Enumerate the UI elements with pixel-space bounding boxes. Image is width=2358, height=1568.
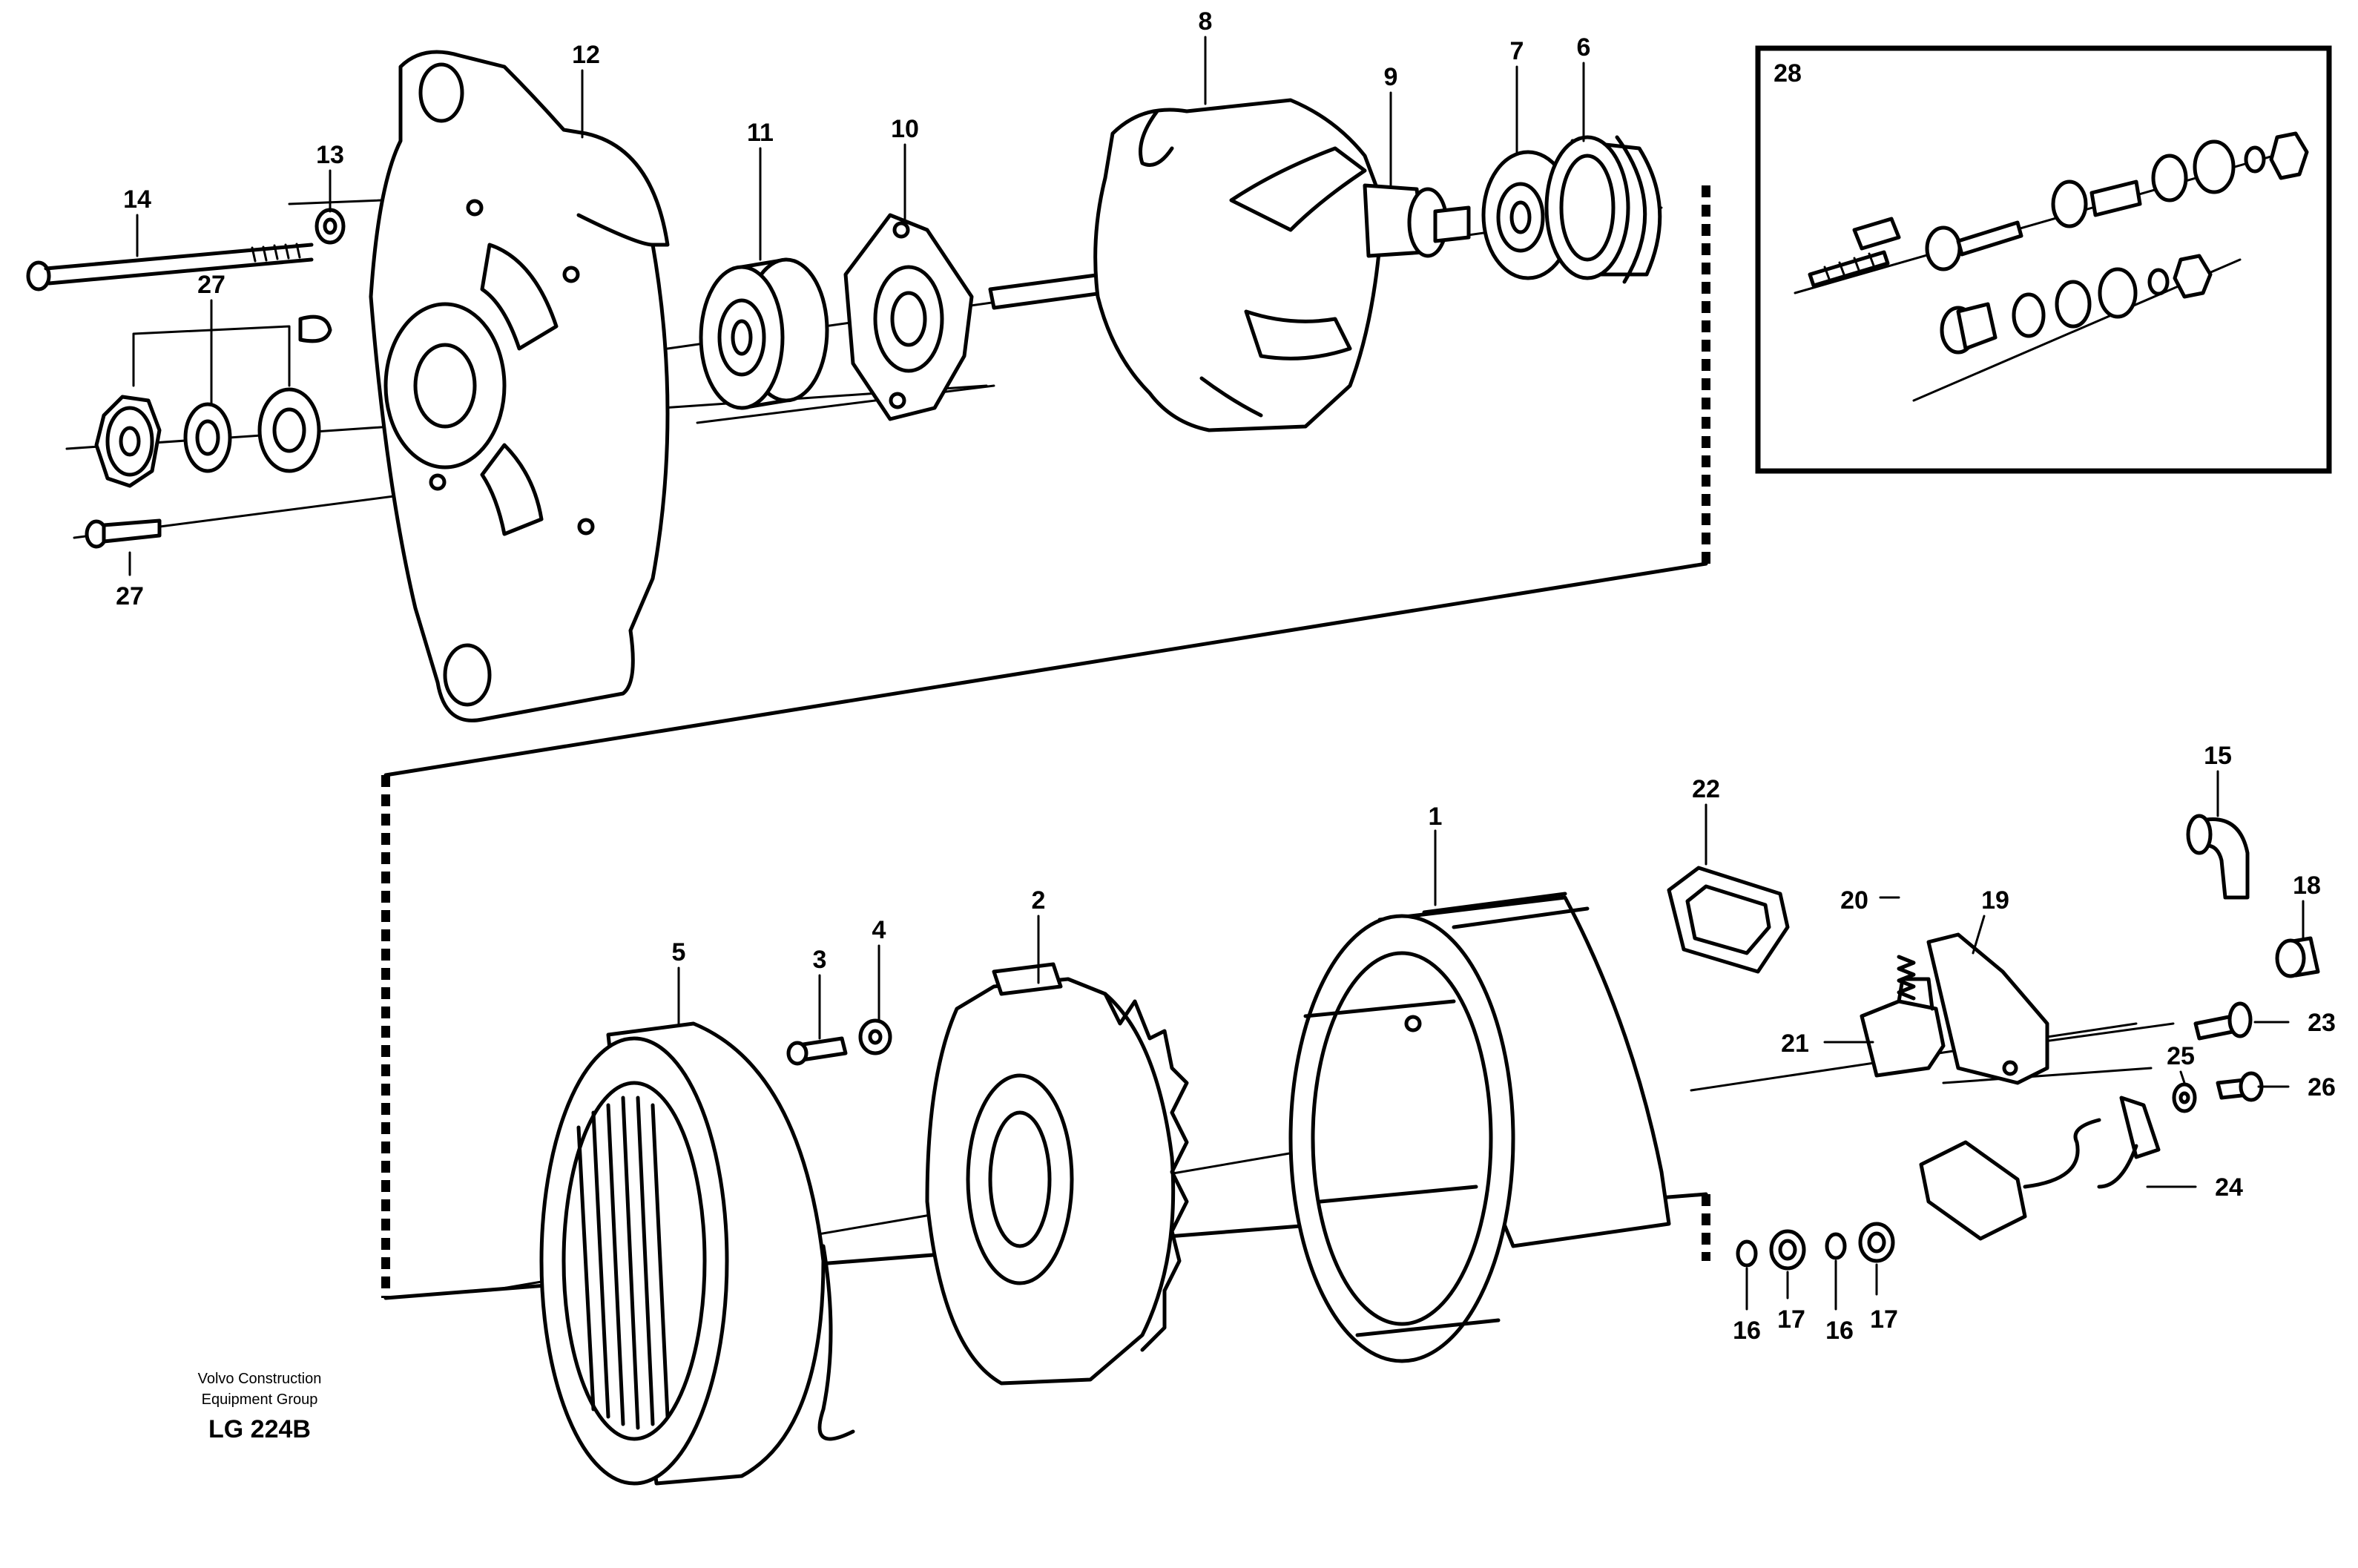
- callout-5: 5: [672, 938, 686, 966]
- callout-16-a: 16: [1733, 1317, 1761, 1345]
- detail-box-28: [1755, 45, 2332, 474]
- part-18-bushing: [2275, 936, 2320, 978]
- part-3-screw: [786, 1036, 848, 1066]
- part-24-suppressor: [1919, 1096, 2161, 1241]
- company-name-line-1: Volvo Construction: [198, 1371, 322, 1387]
- part-19-regulator-cover: [1926, 932, 2049, 1085]
- callout-2: 2: [1032, 886, 1046, 915]
- part-25-washer: [2172, 1082, 2197, 1113]
- part-11-bearing: [699, 257, 829, 410]
- part-27-washer: [257, 387, 321, 473]
- part-5-stator: [539, 1021, 855, 1486]
- callout-18: 18: [2293, 872, 2321, 900]
- callout-20: 20: [1840, 886, 1868, 915]
- callout-12: 12: [572, 41, 600, 69]
- callout-19: 19: [1981, 886, 2009, 915]
- callout-14: 14: [123, 185, 151, 214]
- company-name-line-2: Equipment Group: [202, 1391, 318, 1408]
- part-10-retainer-plate: [843, 213, 974, 421]
- part-21-brush-holder: [1860, 977, 1946, 1078]
- part-27-nut: [94, 395, 162, 488]
- part-8-rotor: [988, 98, 1471, 432]
- callout-24: 24: [2215, 1173, 2243, 1202]
- part-15-elbow: [2186, 814, 2250, 900]
- part-4-washer: [858, 1018, 892, 1055]
- callout-1: 1: [1429, 803, 1443, 831]
- callout-8: 8: [1199, 7, 1213, 36]
- part-26-screw: [2216, 1071, 2264, 1102]
- callout-28: 28: [1774, 59, 1802, 88]
- callout-16-b: 16: [1825, 1317, 1854, 1345]
- part-27-woodruff-key: [298, 314, 332, 343]
- callout-10: 10: [891, 115, 919, 143]
- leader-lines: [128, 36, 2305, 1311]
- part-27-screw: [85, 518, 162, 549]
- callout-17-a: 17: [1777, 1305, 1805, 1334]
- part-13-washer: [314, 208, 346, 245]
- part-27-spring-washer: [183, 402, 232, 473]
- callout-22: 22: [1692, 775, 1720, 803]
- callout-25: 25: [2167, 1042, 2195, 1070]
- callout-26: 26: [2308, 1073, 2336, 1101]
- callout-15: 15: [2204, 742, 2232, 770]
- part-6-sleeve: [1544, 135, 1662, 284]
- part-12-drive-end-housing: [369, 50, 670, 722]
- drawing-caption: Volvo Construction Equipment Group LG 22…: [198, 1371, 322, 1443]
- part-22-gasket: [1667, 866, 1790, 974]
- callout-9: 9: [1384, 63, 1398, 91]
- callout-23: 23: [2308, 1009, 2336, 1037]
- part-14-through-bolt: [26, 243, 314, 291]
- part-16-washer-b: [1825, 1232, 1847, 1260]
- callout-labels: 1 2 3 4 5 6 7 8 9 10 11 12 13 14 15 16 1…: [116, 7, 2336, 1345]
- part-16-washer-a: [1736, 1239, 1758, 1268]
- callout-27-b: 27: [116, 582, 144, 610]
- part-2-rectifier: [925, 962, 1189, 1386]
- drawing-code: LG 224B: [208, 1415, 311, 1443]
- callout-11: 11: [747, 119, 774, 147]
- callout-13: 13: [316, 141, 344, 169]
- callout-4: 4: [872, 916, 886, 944]
- callout-7: 7: [1510, 37, 1524, 65]
- part-17-nut-a: [1769, 1229, 1806, 1271]
- callout-6: 6: [1577, 33, 1591, 62]
- callout-17-b: 17: [1870, 1305, 1898, 1334]
- part-23-screw: [2193, 1001, 2253, 1041]
- callout-21: 21: [1781, 1030, 1809, 1058]
- part-17-nut-b: [1858, 1222, 1895, 1263]
- callout-3: 3: [813, 946, 827, 974]
- callout-27-a: 27: [197, 271, 225, 299]
- part-1-housing: [1288, 892, 1671, 1363]
